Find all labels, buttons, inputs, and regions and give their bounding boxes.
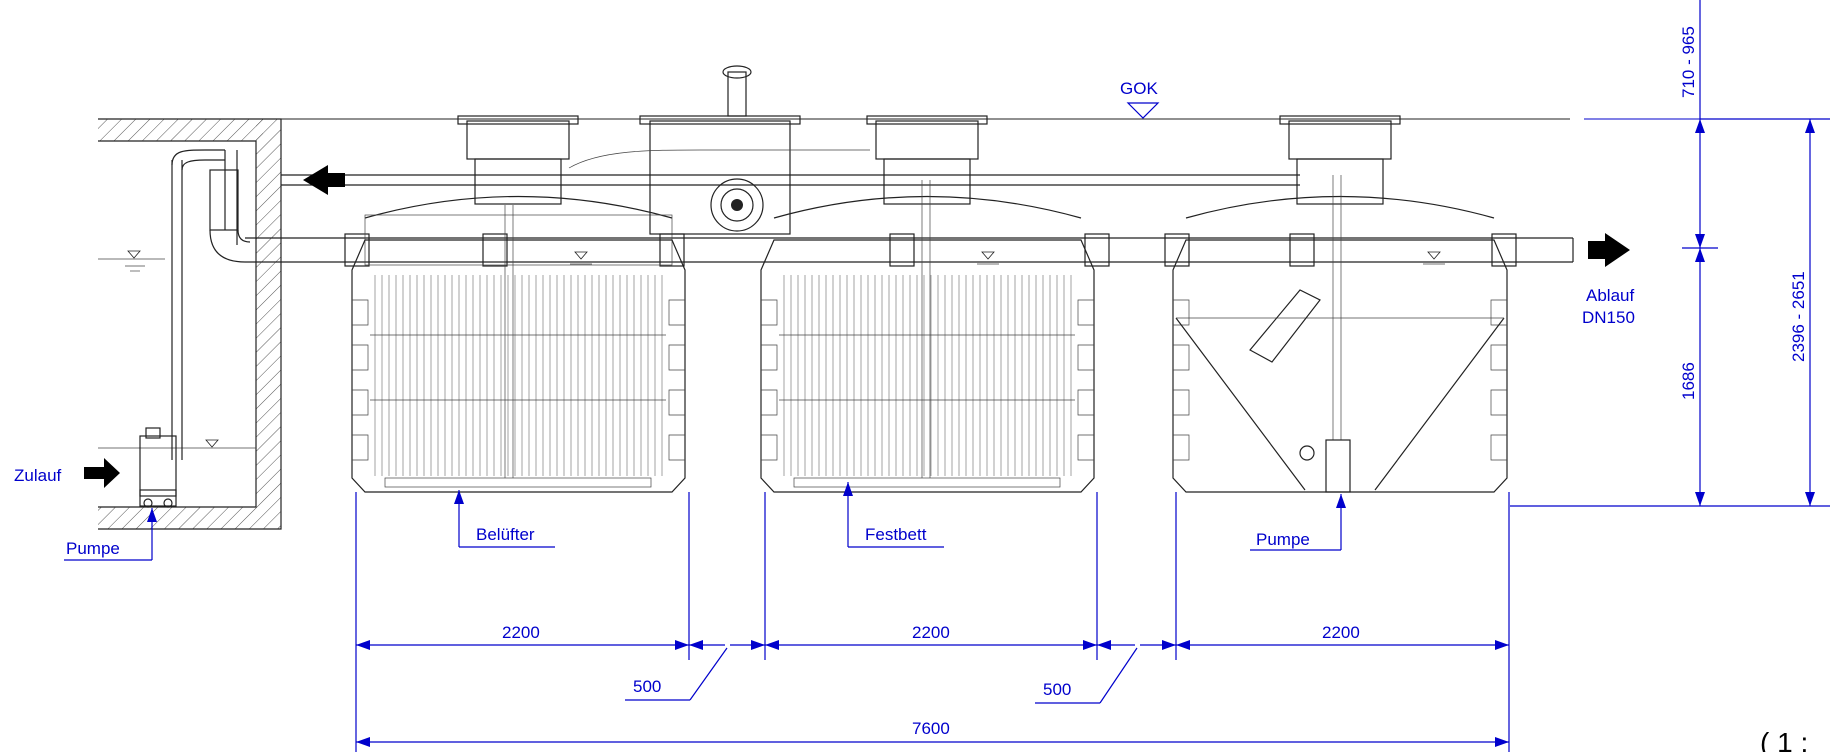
festbett-label: Festbett [865, 525, 927, 544]
dim-tank3-width: 2200 [1322, 623, 1360, 642]
dim-tank1-width: 2200 [502, 623, 540, 642]
beluefter-callout: Belüfter [454, 490, 555, 548]
pumpe-right-callout: Pumpe [1250, 494, 1346, 551]
festbett-callout: Festbett [843, 482, 944, 548]
compressor-box [568, 65, 870, 235]
vertical-dimensions: 710 - 965 1686 2396 - 2651 [1510, 0, 1830, 507]
dim-total-height: 2396 - 2651 [1789, 271, 1808, 362]
dim-tank2-width: 2200 [912, 623, 950, 642]
gok-marker: GOK [1120, 79, 1160, 119]
dim-cover-height: 710 - 965 [1679, 26, 1698, 98]
zulauf-label: Zulauf [14, 466, 62, 485]
horizontal-dimensions: 2200 2200 2200 500 500 7600 [355, 492, 1510, 752]
zulauf-callout: Zulauf [14, 458, 120, 488]
pumpe-left-callout: Pumpe [64, 508, 157, 561]
pump-shaft [98, 118, 282, 530]
beluefter-label: Belüfter [476, 525, 535, 544]
tank-2 [760, 115, 1095, 493]
dim-tank-lower-height: 1686 [1679, 362, 1698, 400]
ablauf-label-line1: Ablauf [1586, 286, 1634, 305]
water-level-left [98, 250, 165, 272]
tank-3 [1172, 115, 1508, 493]
ablauf-callout: Ablauf DN150 [1582, 286, 1635, 327]
dim-total-width: 7600 [912, 719, 950, 738]
pumpe-right-label: Pumpe [1256, 530, 1310, 549]
tank-1 [351, 115, 686, 493]
gok-label: GOK [1120, 79, 1158, 98]
dim-gap2: 500 [1043, 680, 1071, 699]
main-pipe [245, 233, 1630, 267]
pumpe-left-label: Pumpe [66, 539, 120, 558]
dim-gap1: 500 [633, 677, 661, 696]
scale-label: ( 1 : [1760, 727, 1808, 752]
ablauf-label-line2: DN150 [1582, 308, 1635, 327]
